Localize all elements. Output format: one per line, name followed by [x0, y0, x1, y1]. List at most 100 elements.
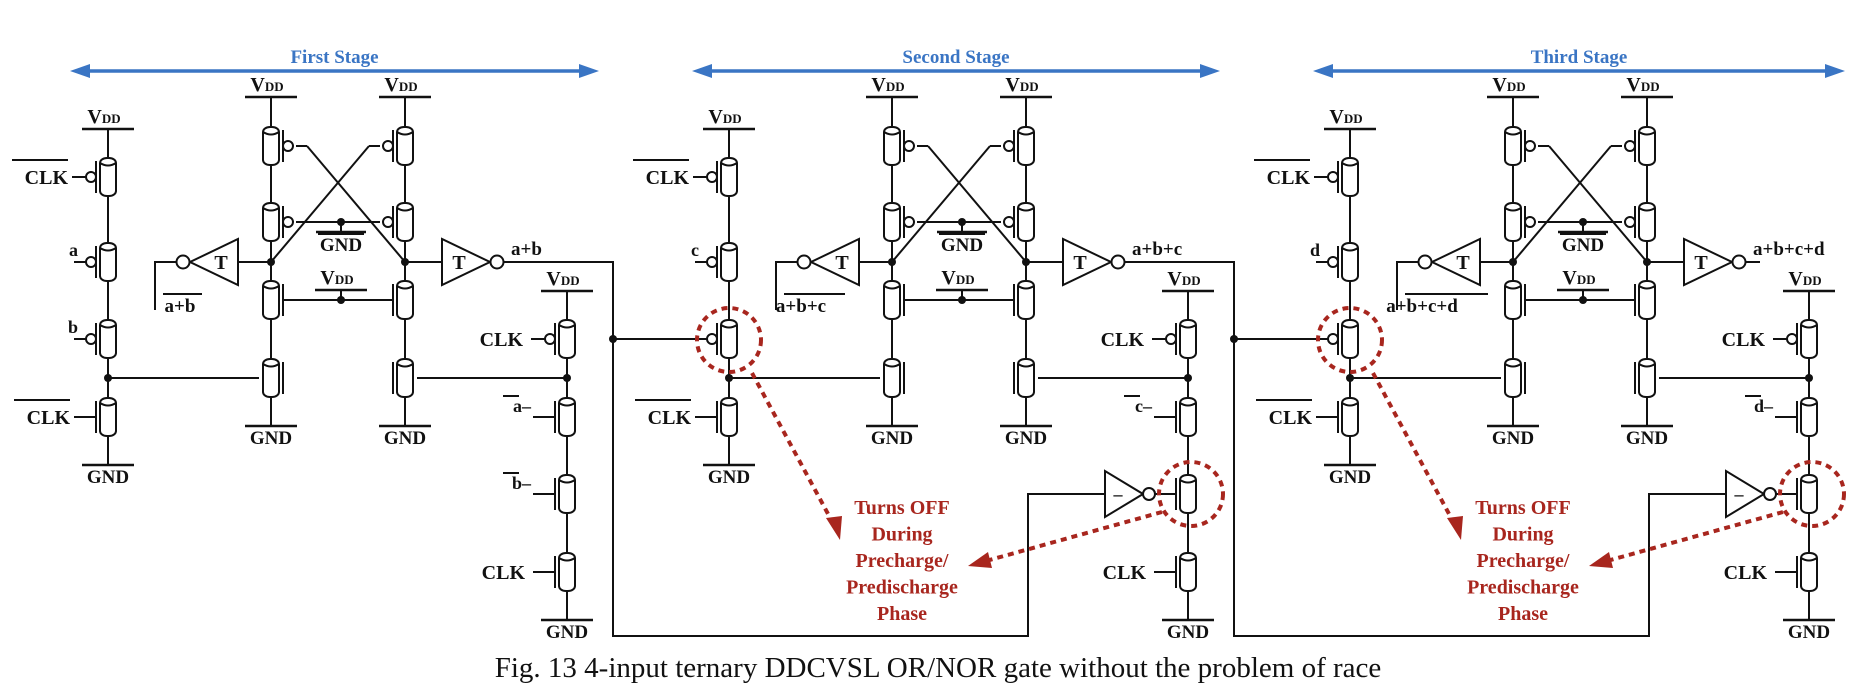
ternary-buffer-true: T	[441, 237, 505, 287]
cross-wire	[1548, 145, 1648, 263]
channel-top	[1017, 285, 1035, 290]
highlight-circle	[1157, 460, 1225, 528]
cross-pmos	[1624, 126, 1656, 166]
input-label: a	[69, 240, 78, 260]
channel-top	[1800, 557, 1818, 562]
annotation-line: Phase	[1498, 603, 1548, 625]
arrowhead-left	[692, 64, 712, 78]
clk-pmos	[1152, 319, 1197, 359]
gate-bubble	[1327, 171, 1339, 183]
channel-top	[558, 479, 576, 484]
channel-top	[396, 207, 414, 212]
annotation-line: Turns OFF	[854, 497, 949, 519]
gnd-bias-pmos	[883, 202, 915, 242]
comp-input-label: c–	[1135, 396, 1153, 416]
vdd-symbol: VDD	[1783, 268, 1835, 293]
vdd-symbol: VDD	[703, 106, 755, 131]
channel-top	[396, 363, 414, 368]
gnd-symbol: GND	[541, 618, 593, 643]
channel-top	[558, 557, 576, 562]
clk-label: CLK	[482, 562, 526, 584]
gnd-label: GND	[1329, 467, 1371, 488]
cross-wire	[1512, 145, 1612, 263]
gate-bubble	[282, 216, 294, 228]
vdd-symbol: VDD	[1557, 267, 1609, 292]
arrowhead	[1589, 552, 1613, 568]
vdd-label: VDD	[1626, 74, 1659, 96]
gnd-label: GND	[871, 428, 913, 449]
channel-top	[1504, 131, 1522, 136]
input-label: c	[691, 240, 699, 260]
gate-bubble	[1327, 256, 1339, 268]
input-pmos	[1316, 242, 1359, 282]
channel-top	[720, 402, 738, 407]
vdd-subscript: DD	[723, 111, 742, 126]
cross-pmos	[1003, 126, 1035, 166]
vdd-subscript: DD	[102, 111, 121, 126]
channel-top	[883, 363, 901, 368]
vdd-subscript: DD	[265, 79, 284, 94]
output-bubble	[1417, 254, 1433, 270]
stage-title: Second Stage	[902, 47, 1009, 68]
channel-top	[1179, 324, 1197, 329]
channel-top	[1179, 479, 1197, 484]
gnd-symbol: GND	[1487, 424, 1539, 449]
annotation-line: Turns OFF	[1475, 497, 1570, 519]
stage-1: First StageVDDCLKabCLKGNDVDDGNDVDDGNDGND…	[12, 47, 614, 643]
input-label: d	[1310, 240, 1320, 260]
channel-top	[1638, 285, 1656, 290]
gate-bubble	[1327, 333, 1339, 345]
gnd-symbol: GND	[82, 463, 134, 488]
clk-bar-label: CLK	[27, 407, 71, 429]
vdd-symbol: VDD	[1000, 74, 1052, 99]
gnd-bias-pmos	[1003, 202, 1035, 242]
channel-top	[99, 247, 117, 252]
channel-top	[883, 131, 901, 136]
vdd-subscript: DD	[1641, 79, 1660, 94]
vdd-symbol: VDD	[1621, 74, 1673, 99]
vdd-subscript: DD	[335, 272, 354, 287]
arrowhead-right	[1825, 64, 1845, 78]
ternary-buffer-true: T	[1062, 237, 1126, 287]
channel-top	[558, 324, 576, 329]
clk-bar-pmos	[1314, 157, 1359, 197]
gate-bubble	[706, 256, 718, 268]
channel-top	[99, 324, 117, 329]
vdd-symbol: VDD	[541, 268, 593, 293]
comp-input-label: d–	[1754, 396, 1774, 416]
annotation-line: Predischarge	[1467, 577, 1579, 599]
vdd-symbol: VDD	[82, 106, 134, 131]
arrowhead-right	[579, 64, 599, 78]
vdd-symbol: VDD	[315, 267, 367, 292]
arrowhead-left	[70, 64, 90, 78]
channel-top	[99, 402, 117, 407]
vdd-bias-nmos	[1634, 280, 1656, 320]
vdd-bias-nmos	[392, 280, 414, 320]
channel-top	[883, 285, 901, 290]
gate-bubble	[1524, 140, 1536, 152]
gnd-symbol: GND	[1162, 618, 1214, 643]
comp-output-label: a+b	[165, 296, 196, 317]
cross-pmos	[883, 126, 915, 166]
stage-span-arrow: Second Stage	[692, 47, 1220, 78]
vdd-bias-nmos	[1013, 280, 1035, 320]
comp-output-wire	[1396, 261, 1418, 310]
gate-bubble	[85, 333, 97, 345]
vdd-label: VDD	[1167, 268, 1200, 290]
clk-pmos	[531, 319, 576, 359]
buffer-label: T	[1073, 252, 1087, 274]
channel-top	[883, 207, 901, 212]
arrowhead	[1447, 516, 1463, 540]
input-pmos	[74, 242, 117, 282]
comp-output-wire	[154, 261, 176, 310]
clk-label: CLK	[1722, 329, 1766, 351]
gnd-bias-pmos	[262, 202, 294, 242]
gnd-label: GND	[1626, 428, 1668, 449]
highlight-circle	[1778, 460, 1846, 528]
clk-bar-label: CLK	[648, 407, 692, 429]
true-output-label: a+b	[511, 239, 542, 260]
clk-bar-label: CLK	[1267, 167, 1311, 189]
gate-bubble	[706, 333, 718, 345]
